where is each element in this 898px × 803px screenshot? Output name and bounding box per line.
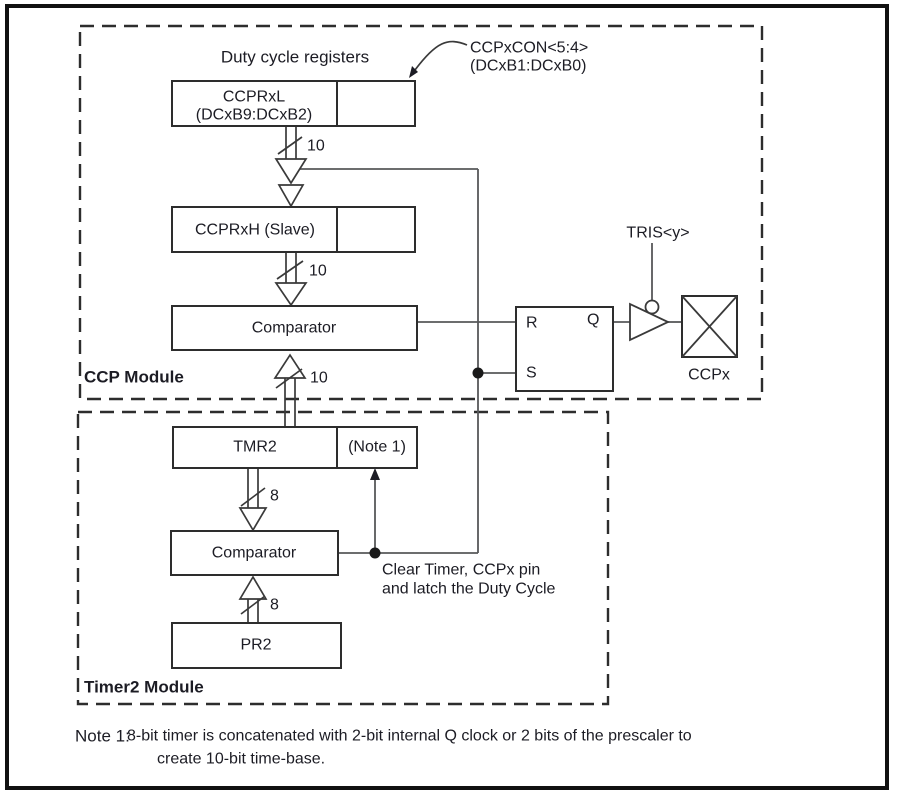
ccp-module-label: CCP Module (84, 368, 184, 387)
bus-arrowhead-ccprxl (274, 158, 308, 185)
junction-dot-clear (369, 547, 381, 559)
tristate-enable-bubble-icon (644, 299, 660, 315)
bus-slash-1 (277, 136, 303, 155)
pr2-box (171, 622, 342, 669)
ccprxl-label-line2: (DCxB9:DCxB2) (196, 107, 312, 124)
bus-arrows (238, 126, 308, 622)
bus-arrowhead-tmr2-up (273, 353, 307, 379)
bus-shaft-ccprxl (285, 126, 297, 159)
bus-arrowhead-pr2 (238, 575, 268, 600)
bus-slash-4 (240, 487, 266, 507)
annotation-arrowhead (409, 66, 418, 78)
tris-label: TRIS<y> (626, 225, 689, 242)
tmr2-label: TMR2 (233, 439, 277, 456)
bus-width-label-3: 10 (310, 370, 328, 387)
bus-shaft-ccprxh (285, 252, 297, 283)
ccpx-pin-label: CCPx (688, 367, 730, 384)
bus-width-label-4: 8 (270, 488, 279, 505)
junction-dot-s (472, 367, 484, 379)
annotation-arrow (414, 40, 468, 71)
flipflop-s-label: S (526, 365, 537, 382)
bus-arrowhead-ccprxl-2 (277, 184, 305, 208)
bus-shaft-tmr2-up (284, 378, 296, 427)
bus-arrowhead-tmr2-down (238, 507, 268, 532)
bus-slash-5 (240, 595, 266, 615)
ccprxl-label-line1: CCPRxL (223, 89, 285, 106)
ccprxl-box (171, 80, 416, 127)
comparator-bottom-label: Comparator (212, 545, 297, 562)
note1-ref-label: (Note 1) (348, 439, 406, 456)
note-line2: create 10-bit time-base. (157, 751, 325, 768)
note-prefix: Note 1: (75, 727, 130, 746)
tmr2-box (172, 426, 418, 469)
outer-frame (5, 4, 889, 790)
ccpxcon-label-line2: (DCxB1:DCxB0) (470, 58, 586, 75)
arrowhead-to-note1 (370, 468, 380, 480)
bus-width-label-1: 10 (307, 138, 325, 155)
ccprxh-label: CCPRxH (Slave) (195, 222, 315, 239)
bus-slash-3 (275, 368, 303, 389)
comparator-bottom-box (170, 530, 339, 576)
clear-timer-label-line1: Clear Timer, CCPx pin (382, 562, 540, 579)
clear-timer-label-line2: and latch the Duty Cycle (382, 581, 556, 598)
bus-arrowhead-ccprxh (274, 282, 308, 307)
bus-width-label-2: 10 (309, 263, 327, 280)
ccp-module-boundary (78, 24, 764, 401)
bus-width-label-5: 8 (270, 597, 279, 614)
duty-cycle-registers-label: Duty cycle registers (221, 48, 369, 67)
flipflop-q-label: Q (587, 312, 599, 329)
bus-slash-2 (276, 260, 304, 280)
flipflop-r-label: R (526, 315, 538, 332)
rs-flipflop-box (515, 306, 614, 392)
ccpx-pin-symbol (681, 295, 738, 358)
ccpxcon-label-line1: CCPxCON<5:4> (470, 40, 588, 57)
ccprxh-box (171, 206, 416, 253)
bus-shaft-tmr2-down (247, 468, 259, 508)
comparator-top-label: Comparator (252, 320, 337, 337)
pr2-label: PR2 (240, 637, 271, 654)
bus-shaft-pr2 (247, 599, 259, 622)
note-line1: 8-bit timer is concatenated with 2-bit i… (127, 728, 692, 745)
timer2-module-boundary (76, 410, 610, 706)
wiring (300, 168, 682, 554)
ccpx-pin-x2 (681, 295, 738, 358)
timer2-module-label: Timer2 Module (84, 678, 204, 697)
comparator-top-box (171, 305, 418, 351)
blocks (170, 80, 614, 669)
